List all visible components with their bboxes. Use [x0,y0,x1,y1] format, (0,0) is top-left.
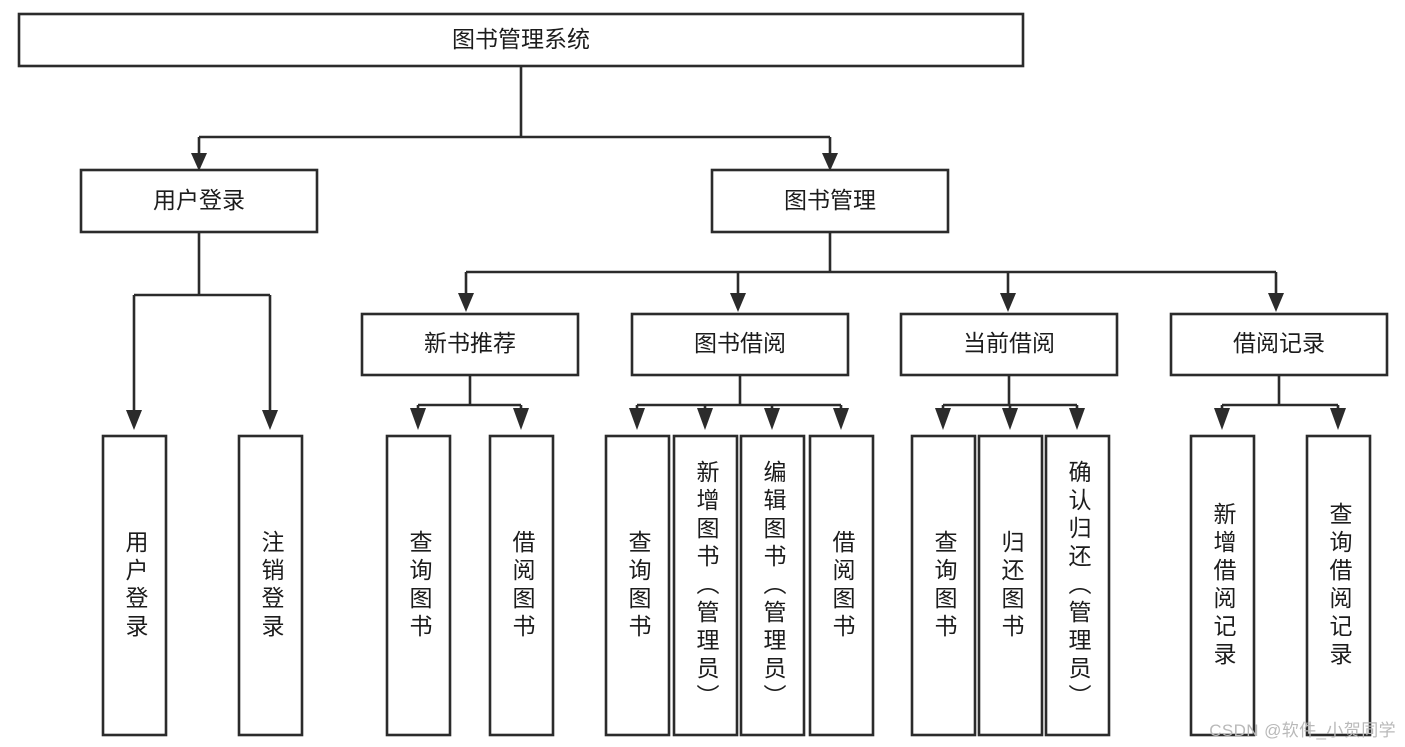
node-leaf-query-book-2[interactable] [604,434,671,737]
node-leaf-user-logout-box[interactable] [237,434,304,737]
connector-group-book-manage [458,232,1284,312]
node-new-book-recommend-label: 新书推荐 [424,330,516,356]
node-root[interactable]: 图书管理系统 [17,12,1025,68]
connector-group-new-book-recommend [410,375,529,430]
arrowhead-root-to-user-login [191,153,207,171]
arrowhead-bb-leaf-4 [833,408,849,430]
arrowhead-bb-leaf-1 [629,408,645,430]
node-user-login[interactable]: 用户登录 [79,168,319,234]
node-leaf-borrow-book-1-box[interactable] [488,434,555,737]
arrowhead-to-borrow-record [1268,293,1284,312]
node-borrow-record-box[interactable] [1169,312,1389,377]
node-leaf-add-book-box[interactable] [672,434,739,737]
node-leaf-query-book-3[interactable] [910,434,977,737]
node-book-borrow[interactable]: 图书借阅 [630,312,850,377]
node-new-book-recommend-box[interactable] [360,312,580,377]
arrowhead-nbr-leaf-2 [513,408,529,430]
arrowhead-bb-leaf-2 [697,408,713,430]
node-leaf-confirm-return-box[interactable] [1044,434,1111,737]
node-book-manage-label: 图书管理 [784,187,876,213]
node-leaf-query-book-2-box[interactable] [604,434,671,737]
arrowhead-cb-leaf-1 [935,408,951,430]
arrowhead-to-new-book-recommend [458,293,474,312]
node-leaf-query-record[interactable] [1305,434,1372,737]
connector-group-user-login [126,232,278,430]
arrowhead-root-to-book-manage [822,153,838,171]
node-leaf-borrow-book-2-box[interactable] [808,434,875,737]
connector-group-root [191,66,838,171]
arrowhead-br-leaf-2 [1330,408,1346,430]
node-leaf-query-book-1-box[interactable] [385,434,452,737]
node-user-login-label: 用户登录 [153,187,245,213]
node-leaf-query-book-3-box[interactable] [910,434,977,737]
watermark: CSDN @软件_小贺同学 [1209,721,1396,740]
node-current-borrow-label: 当前借阅 [963,330,1055,356]
node-book-manage-box[interactable] [710,168,950,234]
node-borrow-record-label: 借阅记录 [1233,330,1325,356]
node-current-borrow-box[interactable] [899,312,1119,377]
node-leaf-user-logout[interactable] [237,434,304,737]
node-book-borrow-box[interactable] [630,312,850,377]
node-borrow-record[interactable]: 借阅记录 [1169,312,1389,377]
node-leaf-query-record-box[interactable] [1305,434,1372,737]
arrowhead-to-book-borrow [730,293,746,312]
node-root-box[interactable] [17,12,1025,68]
arrowhead-br-leaf-1 [1214,408,1230,430]
node-leaf-add-book[interactable] [672,434,739,737]
arrowhead-nbr-leaf-1 [410,408,426,430]
node-leaf-add-record[interactable] [1189,434,1256,737]
arrowhead-bb-leaf-3 [764,408,780,430]
node-leaf-return-book-box[interactable] [977,434,1044,737]
node-leaf-edit-book[interactable] [739,434,806,737]
arrowhead-cb-leaf-3 [1069,408,1085,430]
node-current-borrow[interactable]: 当前借阅 [899,312,1119,377]
arrowhead-user-login-leaf-1 [126,410,142,430]
node-user-login-box[interactable] [79,168,319,234]
node-leaf-query-book-1[interactable] [385,434,452,737]
connector-group-book-borrow [629,375,849,430]
node-book-borrow-label: 图书借阅 [694,330,786,356]
node-leaf-user-login-box[interactable] [101,434,168,737]
arrowhead-user-login-leaf-2 [262,410,278,430]
node-new-book-recommend[interactable]: 新书推荐 [360,312,580,377]
node-leaf-borrow-book-1[interactable] [488,434,555,737]
node-book-manage[interactable]: 图书管理 [710,168,950,234]
connector-group-current-borrow [935,375,1085,430]
node-leaf-add-record-box[interactable] [1189,434,1256,737]
arrowhead-cb-leaf-2 [1002,408,1018,430]
connector-group-borrow-record [1214,375,1346,430]
node-leaf-user-login[interactable] [101,434,168,737]
node-leaf-edit-book-box[interactable] [739,434,806,737]
node-leaf-confirm-return[interactable] [1044,434,1111,737]
node-leaf-borrow-book-2[interactable] [808,434,875,737]
node-root-label: 图书管理系统 [452,26,590,52]
arrowhead-to-current-borrow [1000,293,1016,312]
node-leaf-return-book[interactable] [977,434,1044,737]
